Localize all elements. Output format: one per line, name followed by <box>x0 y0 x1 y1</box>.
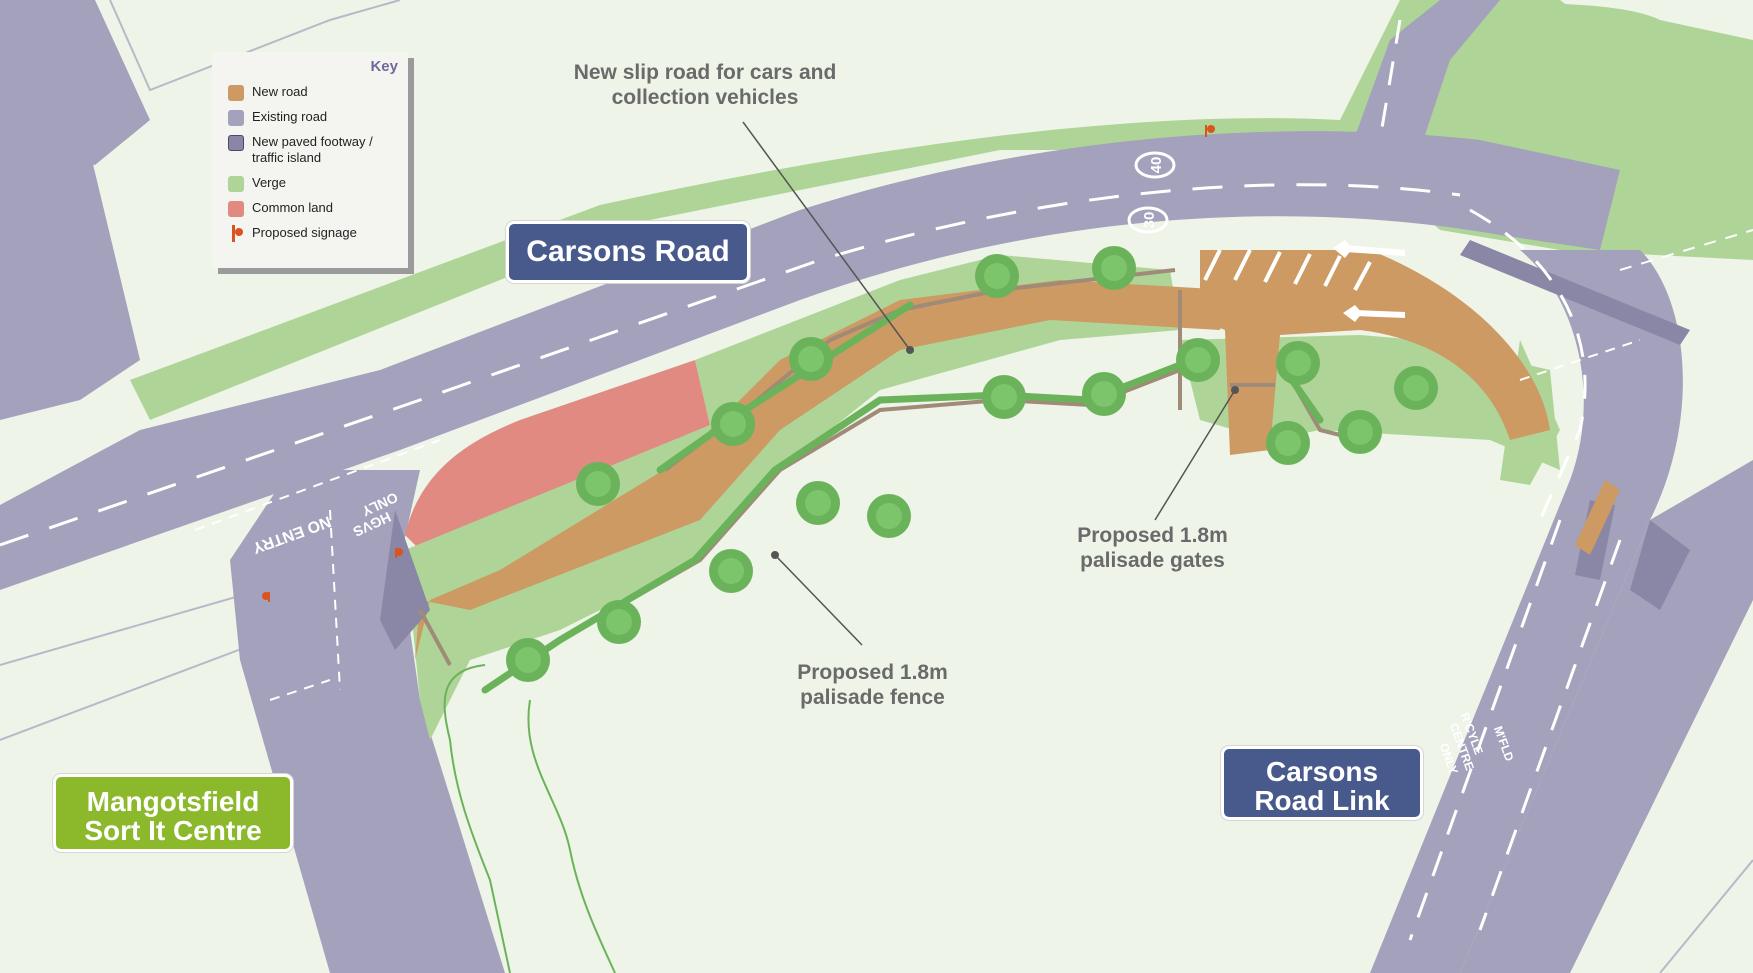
lane-arrows <box>1333 240 1405 322</box>
map-key: Key New road Existing road New paved foo… <box>212 52 408 268</box>
footway-swatch <box>228 135 244 151</box>
key-label: Existing road <box>252 109 328 124</box>
verge-swatch <box>228 176 244 192</box>
new-road-swatch <box>228 85 244 101</box>
proposed-signage-flag <box>1205 125 1215 137</box>
tree-icon <box>789 337 833 381</box>
tree-icon <box>1176 338 1220 382</box>
annotation-line: collection vehicles <box>611 86 799 109</box>
label-line: Carsons <box>1265 756 1379 787</box>
label-line: Sort It Centre <box>84 815 262 846</box>
key-list: New road Existing road New paved footway… <box>228 84 402 250</box>
annotation-line: New slip road for cars and <box>573 61 837 84</box>
tree-icon <box>1082 372 1126 416</box>
flag-icon <box>232 225 243 242</box>
carsons-road-link-label: Carsons Road Link <box>1221 746 1423 820</box>
tree-icon <box>506 638 550 682</box>
carsons-road-label: Carsons Road <box>506 221 750 283</box>
key-item-common-land: Common land <box>228 200 402 217</box>
tree-icon <box>975 254 1019 298</box>
tree-icon <box>709 549 753 593</box>
tree-icon <box>1338 410 1382 454</box>
traffic-island-new <box>1575 480 1620 555</box>
annotation-line: Proposed 1.8m <box>797 661 948 684</box>
svg-text:30: 30 <box>1141 212 1158 229</box>
key-label: Proposed signage <box>252 225 357 240</box>
annotation-leaders <box>742 121 1236 646</box>
common-land-swatch <box>228 201 244 217</box>
common-land <box>405 360 710 550</box>
existing-road-swatch <box>228 110 244 126</box>
tree-icon <box>1092 246 1136 290</box>
trees <box>506 246 1438 682</box>
key-item-verge: Verge <box>228 175 402 192</box>
annotation-line: palisade gates <box>1080 549 1225 572</box>
paved-footway <box>380 240 1690 650</box>
palisade-fence-annotation: Proposed 1.8m palisade fence <box>765 660 980 710</box>
label-line: Mangotsfield <box>86 786 260 817</box>
svg-text:40: 40 <box>1148 157 1165 174</box>
key-label: New paved footway / traffic island <box>252 134 373 165</box>
palisade-gates-annotation: Proposed 1.8m palisade gates <box>1030 523 1275 573</box>
road-markings-lines <box>0 19 1753 941</box>
stream <box>443 664 616 973</box>
key-label: Common land <box>252 200 333 215</box>
label-line: Road Link <box>1254 785 1390 816</box>
hatched-area <box>1203 249 1372 291</box>
key-title: Key <box>370 58 398 75</box>
tree-icon <box>796 481 840 525</box>
annotation-line: palisade fence <box>800 686 945 709</box>
speed-limit-markings: 40 30 <box>1127 151 1176 234</box>
key-item-new-road: New road <box>228 84 402 101</box>
tree-icon <box>576 462 620 506</box>
slip-road-annotation: New slip road for cars and collection ve… <box>540 60 870 110</box>
tree-icon <box>1276 341 1320 385</box>
tree-icon <box>1394 366 1438 410</box>
sort-it-centre-label: Mangotsfield Sort It Centre <box>53 774 293 852</box>
tree-icon <box>1266 421 1310 465</box>
proposed-signage-flag <box>262 592 270 602</box>
tree-icon <box>867 494 911 538</box>
proposed-signage-flag <box>395 548 403 558</box>
signage-flags <box>262 125 1215 602</box>
annotation-line: Proposed 1.8m <box>1077 524 1228 547</box>
key-item-signage: Proposed signage <box>228 225 402 242</box>
key-item-footway: New paved footway / traffic island <box>228 134 402 166</box>
key-item-existing-road: Existing road <box>228 109 402 126</box>
key-label: Verge <box>252 175 286 190</box>
tree-icon <box>597 600 641 644</box>
tree-icon <box>711 402 755 446</box>
annotation-dots <box>771 346 1239 559</box>
tree-icon <box>982 375 1026 419</box>
key-label: New road <box>252 84 308 99</box>
